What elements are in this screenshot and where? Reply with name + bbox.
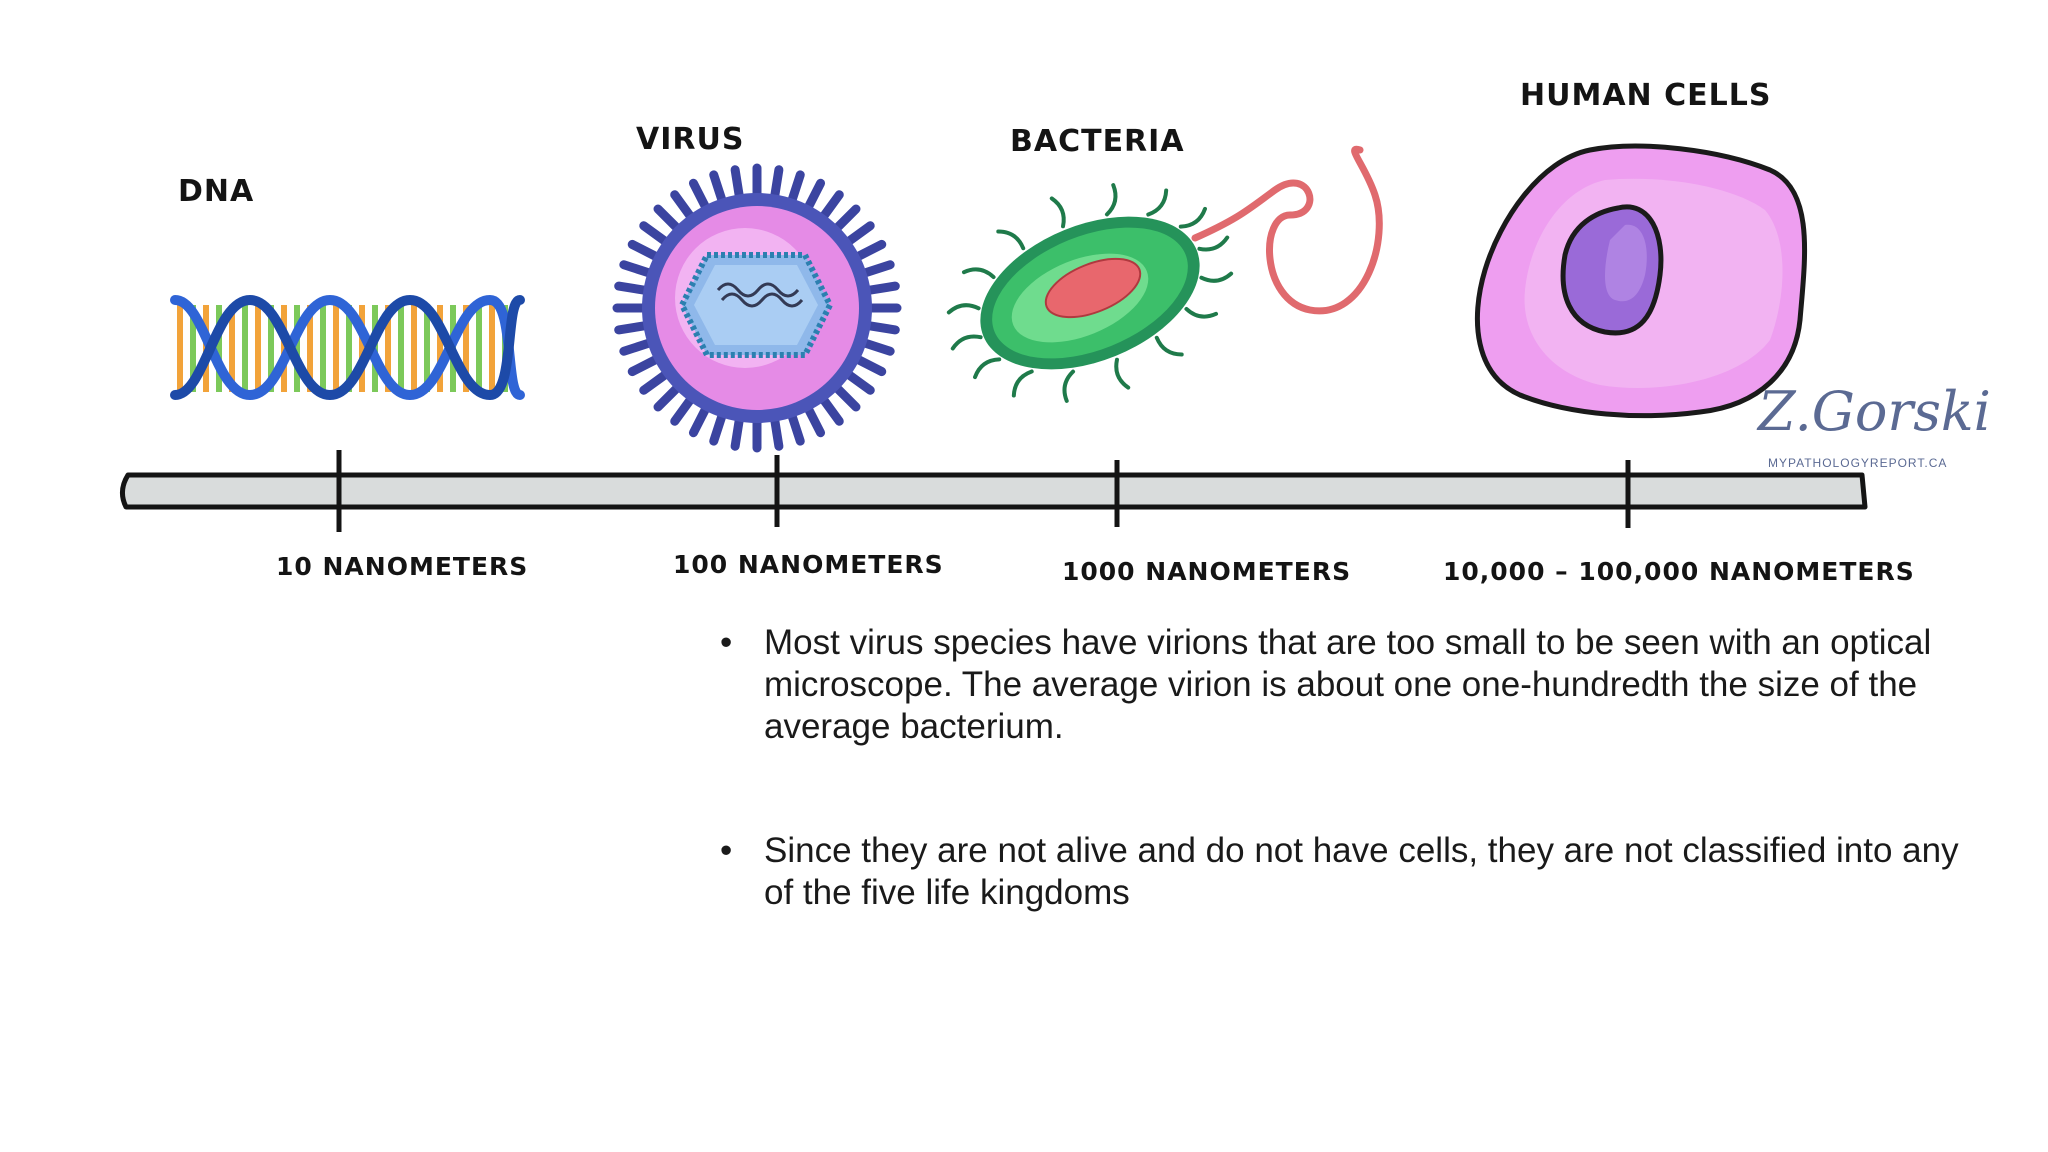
human-cell-icon bbox=[1474, 143, 1808, 419]
scale-label-100nm: 100 NANOMETERS bbox=[673, 550, 944, 579]
scale-label-1000nm: 1000 NANOMETERS bbox=[1062, 557, 1352, 586]
artist-signature: Z.Gorski bbox=[1758, 380, 1991, 443]
scale-label-10nm: 10 NANOMETERS bbox=[276, 552, 529, 581]
artist-website: MYPATHOLOGYREPORT.CA bbox=[1768, 456, 1948, 470]
human-cells-label: HUMAN CELLS bbox=[1520, 78, 1772, 113]
virus-icon bbox=[612, 163, 902, 453]
bacteria-icon bbox=[946, 145, 1383, 403]
scale-label-10000-100000nm: 10,000 – 100,000 NANOMETERS bbox=[1443, 557, 1915, 586]
dna-helix-icon bbox=[170, 294, 525, 401]
bullet-list: Most virus species have virions that are… bbox=[720, 622, 1970, 914]
scale-bar bbox=[120, 450, 1868, 532]
bacteria-label: BACTERIA bbox=[1010, 124, 1185, 159]
virus-label: VIRUS bbox=[636, 122, 745, 157]
bullet-item: Most virus species have virions that are… bbox=[720, 622, 1970, 748]
dna-label: DNA bbox=[178, 174, 255, 209]
bullet-item: Since they are not alive and do not have… bbox=[720, 830, 1970, 914]
